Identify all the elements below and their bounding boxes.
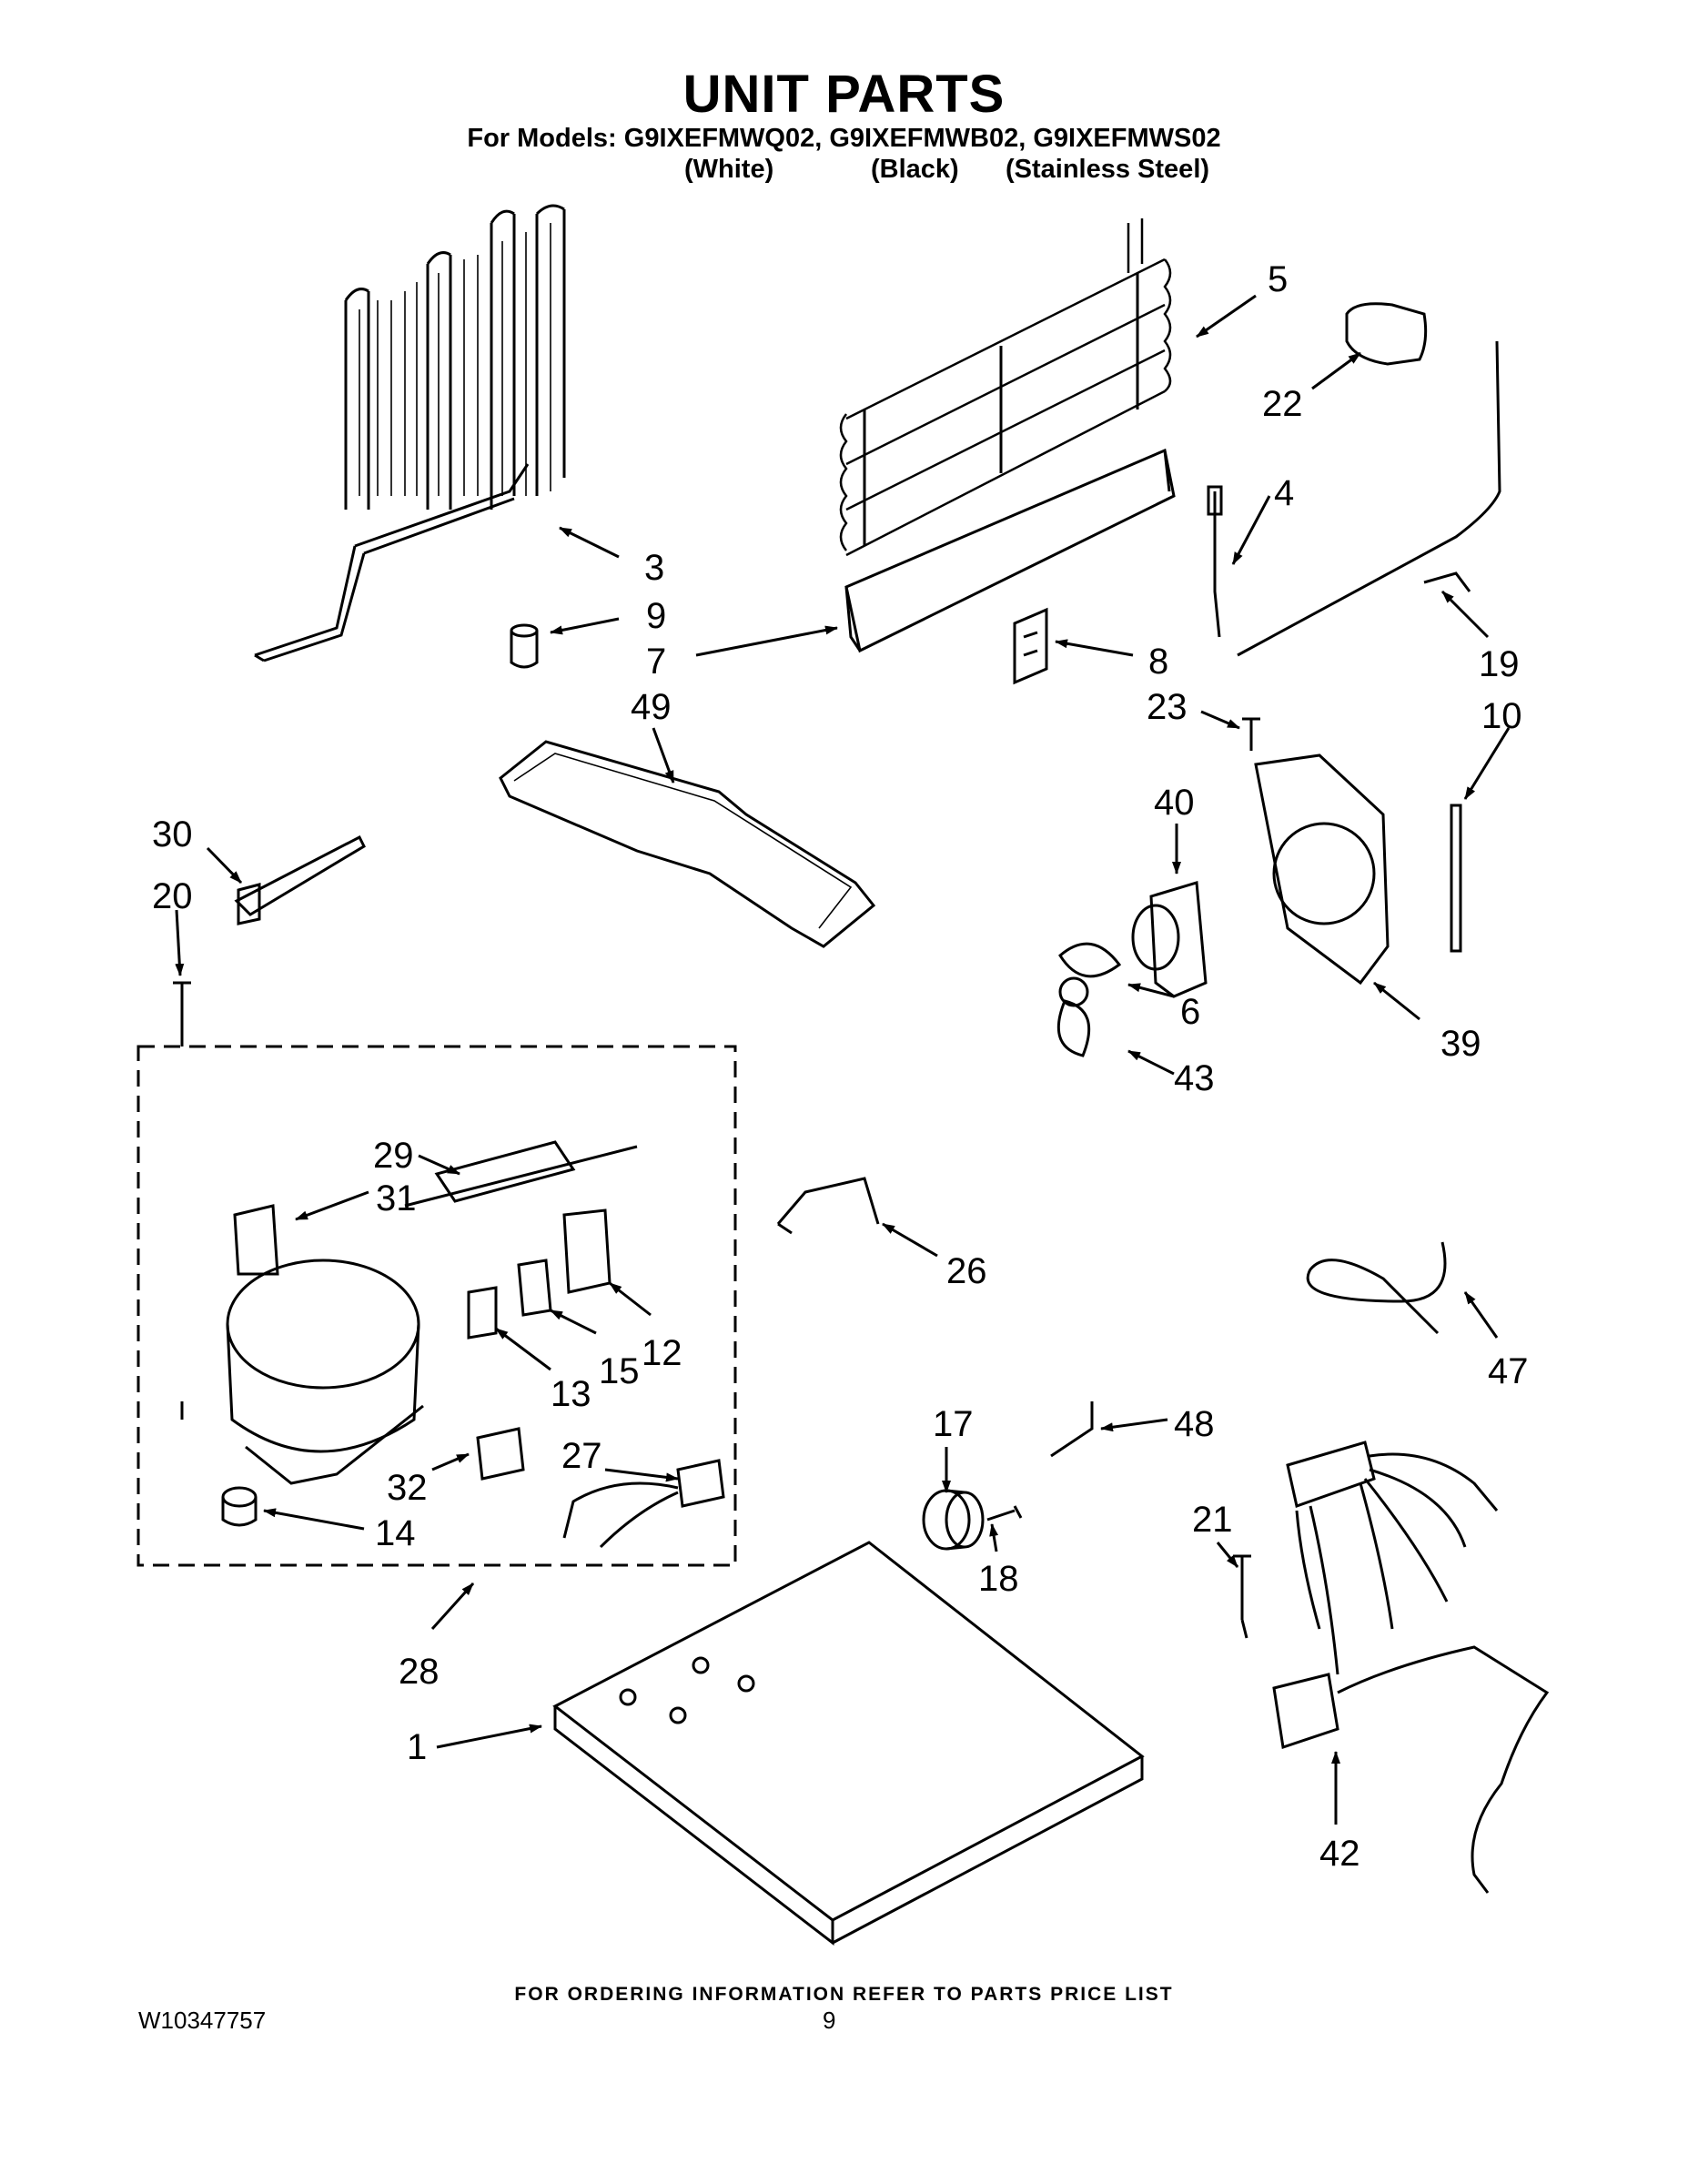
callout-23: 23 xyxy=(1147,687,1188,727)
callout-12: 12 xyxy=(642,1333,682,1373)
variant-stainless: (Stainless Steel) xyxy=(1006,155,1210,184)
evaporator-tray xyxy=(844,448,1176,653)
callout-5: 5 xyxy=(1268,259,1288,299)
callout-29: 29 xyxy=(373,1136,414,1176)
roller-assembly xyxy=(922,1489,1023,1551)
callout-39: 39 xyxy=(1440,1024,1481,1064)
tube-48 xyxy=(1050,1401,1094,1458)
ground-screw xyxy=(1233,1554,1251,1639)
callout-40: 40 xyxy=(1154,783,1195,823)
tube-part xyxy=(1306,1241,1447,1335)
callout-8: 8 xyxy=(1148,642,1168,682)
callout-18: 18 xyxy=(978,1559,1019,1599)
models-line: For Models: G9IXEFMWQ02, G9IXEFMWB02, G9… xyxy=(467,124,1221,153)
start-relay xyxy=(467,1286,498,1340)
overload-protector xyxy=(517,1259,552,1317)
callout-27: 27 xyxy=(561,1436,602,1476)
wire-bracket xyxy=(776,1177,880,1235)
callout-28: 28 xyxy=(399,1652,440,1692)
callout-32: 32 xyxy=(387,1468,428,1508)
callout-3: 3 xyxy=(644,548,664,588)
page-title: UNIT PARTS xyxy=(682,65,1006,124)
relay-part xyxy=(233,1204,279,1276)
sensor-wire xyxy=(1237,340,1501,657)
callout-15: 15 xyxy=(599,1351,640,1391)
callout-48: 48 xyxy=(1174,1404,1215,1444)
cable-tie xyxy=(234,834,366,925)
callout-30: 30 xyxy=(152,814,193,854)
callout-14: 14 xyxy=(375,1513,416,1553)
callout-20: 20 xyxy=(152,876,193,916)
callout-4: 4 xyxy=(1274,473,1294,513)
callout-47: 47 xyxy=(1488,1351,1529,1391)
callout-9: 9 xyxy=(646,596,666,636)
variant-white: (White) xyxy=(684,155,774,184)
filter-drier xyxy=(404,1140,638,1208)
ordering-note: FOR ORDERING INFORMATION REFER TO PARTS … xyxy=(514,1984,1174,2005)
page-number: 9 xyxy=(823,2007,836,2034)
main-wire-harness xyxy=(1272,1441,1550,1894)
compressor-kit-box xyxy=(136,1045,737,1567)
condenser-coil xyxy=(254,204,566,662)
spacer-part xyxy=(510,623,539,669)
fan-assembly xyxy=(1056,717,1390,1057)
callout-49: 49 xyxy=(631,687,672,727)
variant-black: (Black) xyxy=(871,155,959,184)
screw-part xyxy=(173,981,191,1046)
callout-31: 31 xyxy=(376,1178,417,1218)
clip-part xyxy=(1013,607,1048,685)
compressor xyxy=(180,1259,424,1485)
document-number: W10347757 xyxy=(138,2007,267,2034)
callout-19: 19 xyxy=(1479,644,1520,684)
base-plate xyxy=(552,1541,1145,1946)
callout-1: 1 xyxy=(407,1727,427,1767)
callout-13: 13 xyxy=(551,1374,591,1414)
compressor-harness xyxy=(562,1459,725,1549)
evaporator xyxy=(839,218,1172,557)
grommet-part xyxy=(221,1486,258,1527)
callout-42: 42 xyxy=(1319,1834,1360,1874)
callout-10: 10 xyxy=(1481,696,1522,736)
thermistor-lead xyxy=(1207,485,1223,638)
callout-6: 6 xyxy=(1180,992,1200,1032)
terminal-cover xyxy=(562,1208,612,1294)
callout-43: 43 xyxy=(1174,1058,1215,1098)
capacitor-part xyxy=(476,1427,525,1481)
leader-arrows xyxy=(175,294,1511,1825)
callout-7: 7 xyxy=(646,642,666,682)
callout-21: 21 xyxy=(1192,1500,1233,1540)
callout-labels: 5 22 4 3 9 7 8 19 23 10 49 30 20 40 6 39… xyxy=(152,259,1529,1874)
callout-17: 17 xyxy=(933,1404,974,1444)
gasket-strip xyxy=(1450,804,1462,953)
callout-26: 26 xyxy=(946,1251,987,1291)
callout-22: 22 xyxy=(1262,384,1303,424)
drain-pan xyxy=(499,740,876,948)
